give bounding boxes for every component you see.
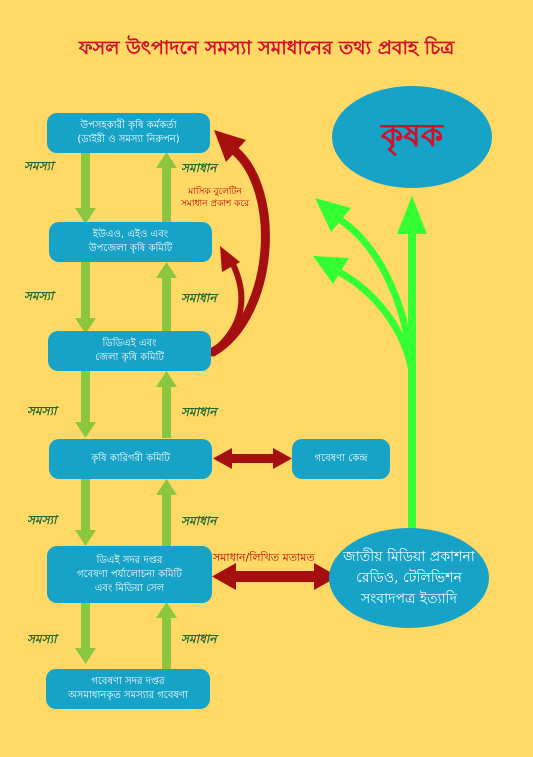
bulletin-line: মাসিক বুলেটিন — [188, 187, 242, 197]
solution-arrows — [156, 152, 177, 670]
box-line: উপসহকারী কৃষি কর্মকর্তা — [80, 120, 177, 131]
problem-label: সমস্যা — [24, 289, 54, 303]
farmer-ellipse: কৃষক — [332, 86, 492, 188]
solution-label: সমাধান — [181, 514, 217, 528]
box-upazila-committee: ইউএও, এইও এবং উপজেলা কৃষি কমিটি — [49, 222, 212, 262]
farmer-label: কৃষক — [380, 116, 444, 154]
diagram-title: ফসল উৎপাদনে সমস্যা সমাধানের তথ্য প্রবাহ … — [78, 37, 455, 59]
bulletin-line: সমাধান প্রকাশ করে — [180, 199, 250, 209]
box-line: কৃষি কারিগরী কমিটি — [91, 453, 170, 464]
media-link-label: সমাধান/লিখিত মতামত — [213, 551, 315, 564]
box-district-committee: ডিডিএই এবং জেলা কৃষি কমিটি — [48, 331, 211, 371]
solution-label: সমাধান — [181, 161, 217, 175]
box-line: (ডাইরী ও সমস্যা নিরুপন) — [77, 134, 180, 145]
problem-label: সমস্যা — [24, 159, 54, 173]
media-link-arrow — [212, 563, 338, 590]
solution-label: সমাধান — [181, 632, 217, 646]
solution-label: সমাধান — [181, 405, 217, 419]
box-technical-committee: কৃষি কারিগরী কমিটি — [49, 439, 212, 479]
box-dae-headquarters: ডিএই সদর দপ্তর গবেষণা পর্যালোচনা কমিটি এ… — [47, 546, 212, 603]
research-link-arrow — [213, 448, 292, 469]
box-line: অসমাধানকৃত সমস্যার গবেষণা — [68, 690, 188, 701]
media-line: সংবাদপত্র ইত্যাদি — [361, 590, 457, 607]
box-sub-assistant-officer: উপসহকারী কৃষি কর্মকর্তা (ডাইরী ও সমস্যা … — [47, 113, 210, 153]
box-research-center: গবেষণা কেন্দ্র — [292, 439, 390, 479]
problem-arrows — [75, 152, 96, 664]
bulletin-note: মাসিক বুলেটিন সমাধান প্রকাশ করে — [170, 186, 260, 210]
bulletin-curves — [208, 145, 270, 357]
media-ellipse: জাতীয় মিডিয়া প্রকাশনা রেডিও, টেলিভিশন … — [329, 528, 489, 628]
box-research-headquarters: গবেষণা সদর দপ্তর অসমাধানকৃত সমস্যার গবেষ… — [46, 669, 210, 709]
box-line: ইউএও, এইও এবং — [92, 229, 169, 240]
box-line: ডিএই সদর দপ্তর — [96, 554, 163, 566]
box-line: গবেষণা কেন্দ্র — [314, 453, 368, 464]
box-line: গবেষণা সদর দপ্তর — [91, 676, 165, 687]
box-line: ডিডিএই এবং — [102, 338, 157, 349]
box-line: জেলা কৃষি কমিটি — [95, 352, 164, 363]
problem-label: সমস্যা — [27, 404, 57, 418]
media-line: জাতীয় মিডিয়া প্রকাশনা — [343, 548, 475, 565]
box-line: উপজেলা কৃষি কমিটি — [88, 243, 173, 254]
problem-label: সমস্যা — [27, 632, 57, 646]
solution-label: সমাধান — [181, 291, 217, 305]
box-line: গবেষণা পর্যালোচনা কমিটি — [77, 568, 182, 580]
media-line: রেডিও, টেলিভিশন — [356, 569, 462, 586]
farmer-arrows — [333, 214, 416, 545]
problem-label: সমস্যা — [27, 513, 57, 527]
box-line: এবং মিডিয়া সেল — [94, 582, 165, 594]
